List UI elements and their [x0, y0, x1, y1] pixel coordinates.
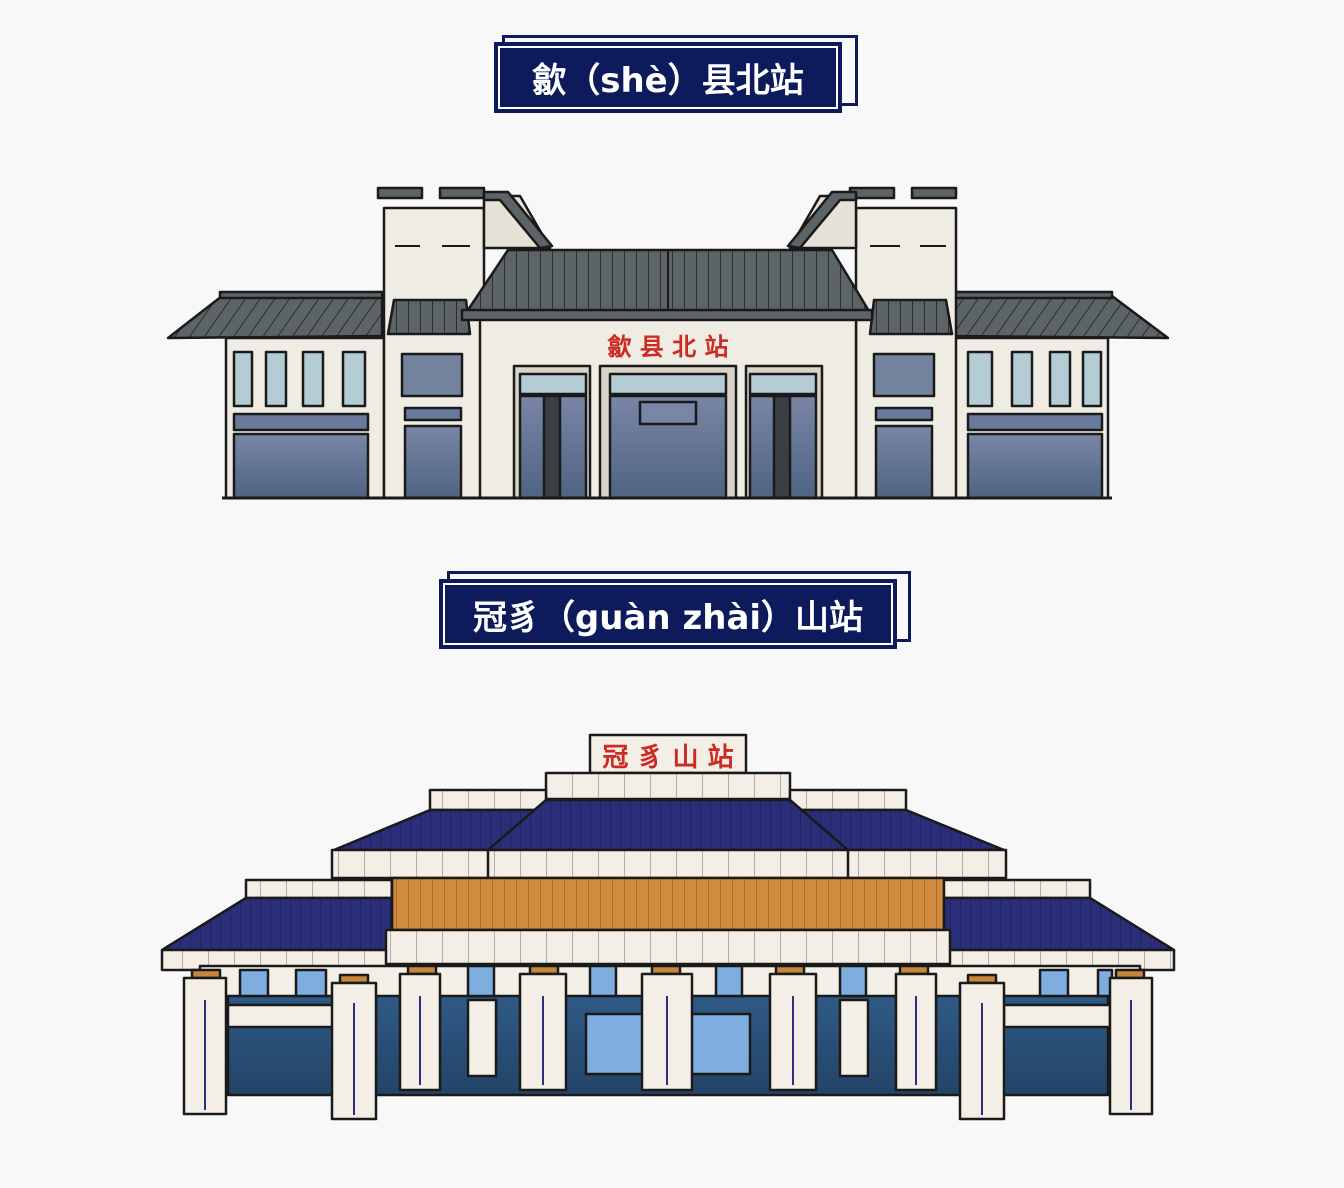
station-sign-text: 冠 豸 山 站	[602, 743, 733, 773]
station-title-text: 冠豸（guàn zhài）山站	[443, 583, 893, 645]
station-title-text: 歙（shè）县北站	[498, 46, 838, 109]
station-title-2: 冠豸（guàn zhài）山站	[439, 571, 911, 651]
guanzhaishan-station-illustration: 冠 豸 山 站	[160, 733, 1176, 1121]
title-front-box: 歙（shè）县北站	[494, 42, 842, 113]
title-front-box: 冠豸（guàn zhài）山站	[439, 579, 897, 649]
station-sign-text: 歙 县 北 站	[606, 333, 728, 361]
station-title-1: 歙（shè）县北站	[494, 35, 858, 115]
shexian-north-station-illustration: 歙 县 北 站	[166, 186, 1170, 500]
